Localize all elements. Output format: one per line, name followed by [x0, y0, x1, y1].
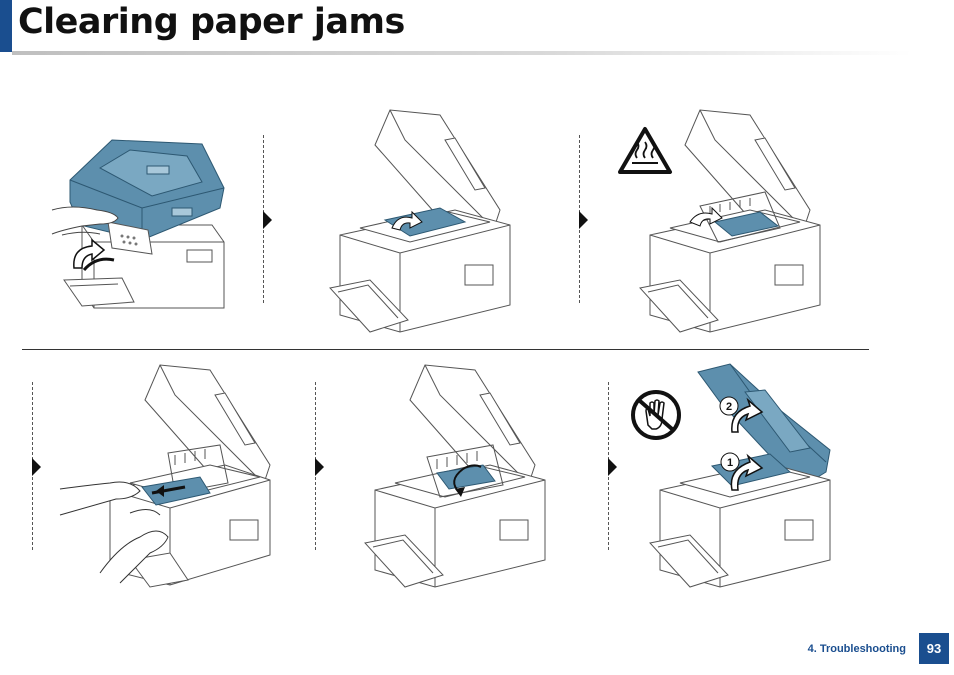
step-1-illustration	[52, 130, 252, 320]
step-3-illustration	[640, 110, 840, 335]
step-6-illustration: 2 1	[650, 362, 850, 590]
row-divider	[22, 349, 869, 350]
step-arrow	[608, 458, 617, 476]
title-underline	[12, 51, 912, 55]
page-number: 93	[919, 633, 949, 664]
step-arrow	[315, 458, 324, 476]
step-4-illustration	[60, 365, 280, 590]
step-2-illustration	[330, 110, 530, 335]
callout-1: 1	[727, 457, 733, 469]
step-5-illustration	[365, 365, 565, 590]
step-arrow	[263, 211, 272, 229]
page-title: Clearing paper jams	[18, 2, 405, 42]
title-accent-bar	[0, 0, 12, 52]
callout-2: 2	[726, 401, 732, 413]
step-arrow	[32, 458, 41, 476]
step-arrow	[579, 211, 588, 229]
footer-section-label: 4. Troubleshooting	[808, 643, 906, 655]
